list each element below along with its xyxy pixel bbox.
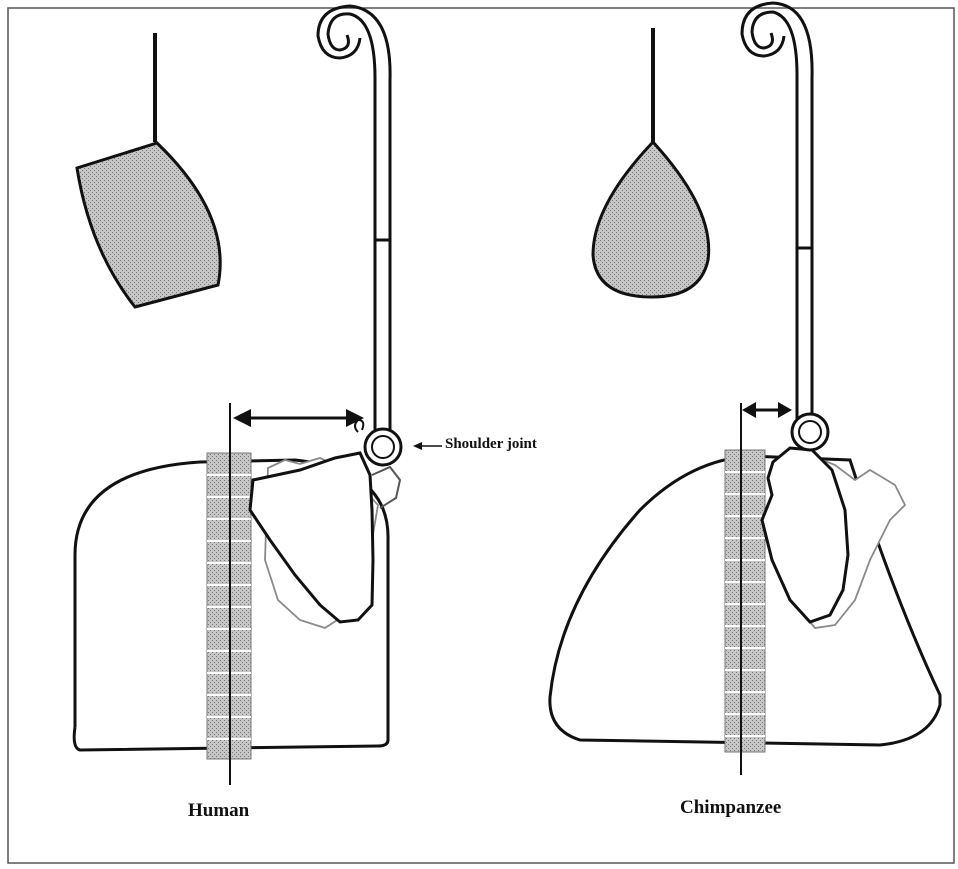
human-humerus — [328, 14, 375, 440]
chimp-spine — [725, 450, 765, 752]
human-group — [74, 6, 442, 785]
chimpanzee-label: Chimpanzee — [680, 797, 781, 819]
chimp-humerus — [752, 12, 797, 430]
human-label: Human — [188, 800, 249, 822]
shoulder-joint-label: Shoulder joint — [445, 436, 537, 453]
chimpanzee-group — [550, 3, 940, 775]
human-scapula-cross-section — [77, 143, 220, 307]
chimp-scapula-cross-section — [593, 142, 709, 297]
